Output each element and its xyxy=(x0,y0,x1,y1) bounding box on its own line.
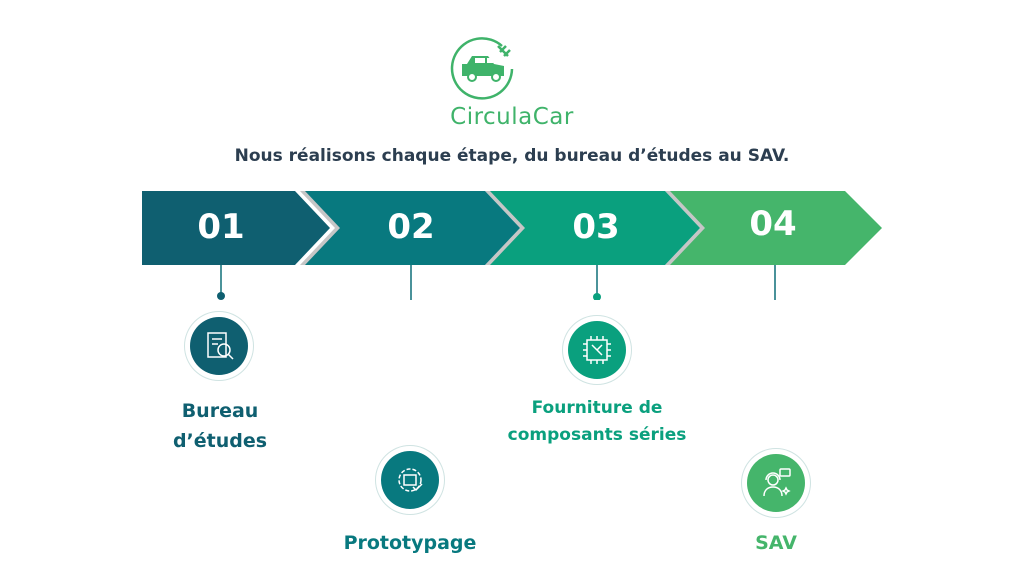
step-label-4: SAV xyxy=(716,528,836,558)
support-agent-icon xyxy=(747,454,805,512)
blueprint-search-icon xyxy=(190,317,248,375)
step-label-4-line1: SAV xyxy=(755,532,797,554)
step-label-1-line1: Bureau xyxy=(181,400,259,422)
chip-icon xyxy=(568,321,626,379)
arrow-step-3 xyxy=(490,191,700,265)
step-number-1: 01 xyxy=(197,207,245,247)
step-label-1-line2: d’études xyxy=(172,430,268,452)
step-label-1: Bureau d’études xyxy=(140,396,300,456)
arrow-step-4 xyxy=(670,191,882,265)
prototype-gear-icon xyxy=(381,451,439,509)
step-label-2-line1: Prototypage xyxy=(343,532,477,554)
brand-name: CirculaCar xyxy=(450,104,574,130)
logo-icon xyxy=(450,37,514,100)
tagline: Nous réalisons chaque étape, du bureau d… xyxy=(234,146,790,166)
step-label-2: Prototypage xyxy=(320,528,500,558)
step-number-3: 03 xyxy=(572,207,620,247)
step-label-3-line1: Fourniture de xyxy=(531,398,663,418)
arrow-step-2 xyxy=(305,191,520,265)
arrow-step-1 xyxy=(142,191,330,265)
step-label-3: Fourniture de composants séries xyxy=(480,395,714,449)
step-number-2: 02 xyxy=(387,207,435,247)
step-label-3-line2: composants séries xyxy=(507,425,687,445)
process-arrows xyxy=(142,191,882,300)
step-number-4: 04 xyxy=(749,204,797,244)
